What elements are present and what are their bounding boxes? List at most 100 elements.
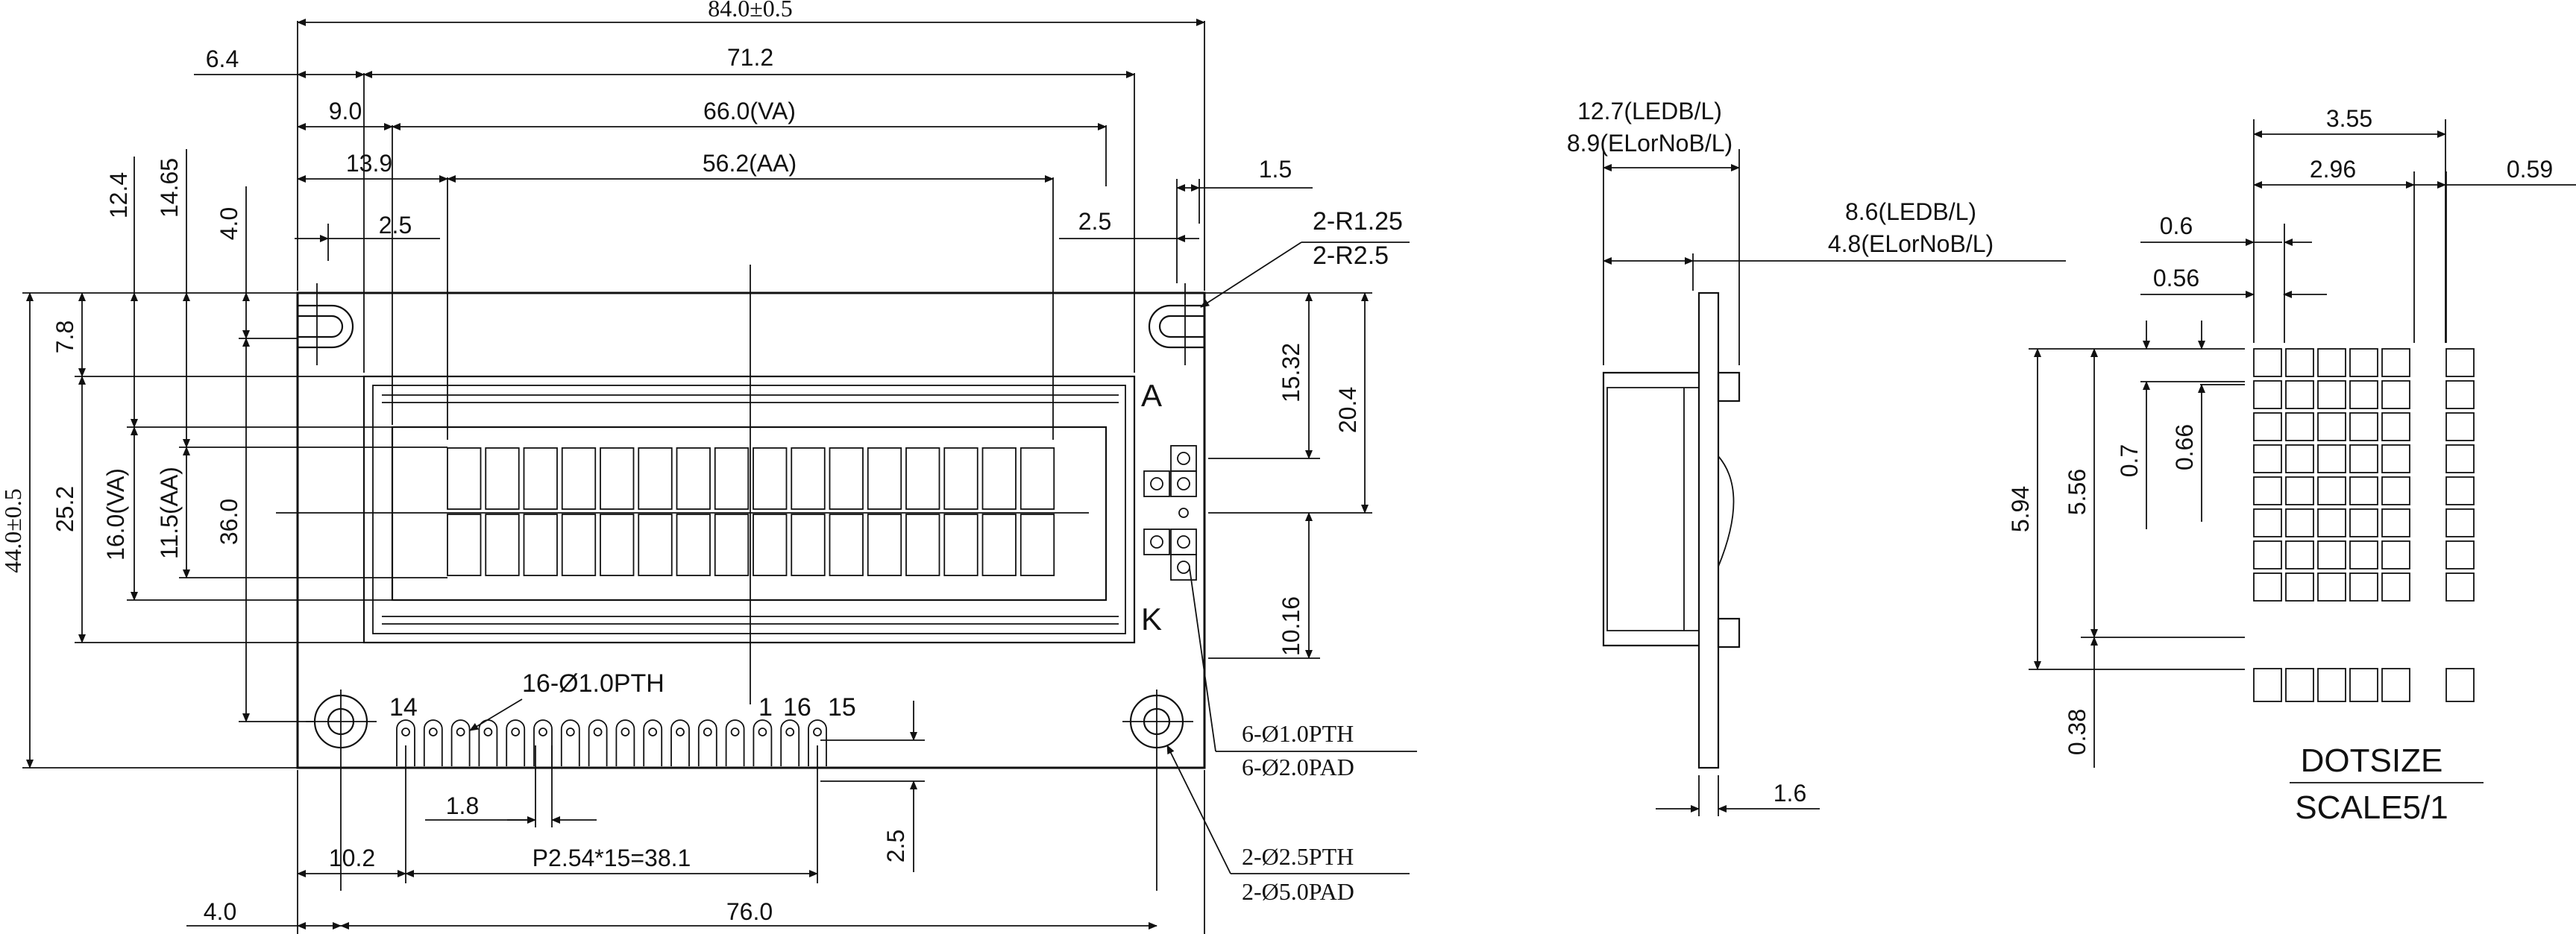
dot <box>2317 540 2346 569</box>
callout-mount-pad: 2-Ø5.0PAD <box>1242 878 1354 905</box>
char-cell <box>867 514 902 576</box>
dot-detail: 3.55 2.96 0.59 0.6 0.56 5.94 5.56 0.7 0.… <box>2007 105 2576 826</box>
dim-5-94: 5.94 <box>2007 486 2034 532</box>
dim-15-32: 15.32 <box>1278 343 1304 403</box>
dim-0-59: 0.59 <box>2507 156 2553 183</box>
dim-0-6: 0.6 <box>2160 212 2193 239</box>
char-cell <box>981 514 1017 576</box>
pin-pad <box>725 719 745 766</box>
pin-pad <box>560 719 580 766</box>
dim-13-9: 13.9 <box>346 150 392 177</box>
dot <box>2317 572 2346 602</box>
bezel-outer <box>362 375 1136 644</box>
pin-pad <box>478 719 498 766</box>
character-grid <box>447 447 1055 576</box>
dot <box>2381 540 2410 569</box>
pin-hole <box>785 728 795 736</box>
cursor-dot <box>2285 668 2314 702</box>
dot <box>2381 476 2410 505</box>
char-cell <box>791 514 826 576</box>
dim-pitch: P2.54*15=38.1 <box>533 845 691 871</box>
dim-2-5-pin: 2.5 <box>882 830 909 862</box>
dot <box>2445 572 2475 602</box>
dot-scale: SCALE5/1 <box>2295 789 2448 826</box>
char-cell <box>714 447 750 510</box>
dot <box>2381 348 2410 377</box>
pin-pad <box>533 719 553 766</box>
dot <box>2253 412 2282 441</box>
dot <box>2253 444 2282 473</box>
dot <box>2285 348 2314 377</box>
dot <box>2317 508 2346 537</box>
mount-hole-left <box>306 690 377 891</box>
char-cell <box>485 514 520 576</box>
dot <box>2381 444 2410 473</box>
dim-2-96: 2.96 <box>2310 156 2356 183</box>
dim-10-16: 10.16 <box>1278 596 1304 656</box>
pin-pad <box>615 719 635 766</box>
char-cell <box>1020 514 1055 576</box>
callout-radius-1: 2-R1.25 <box>1313 207 1403 236</box>
dot <box>2349 348 2378 377</box>
char-cell <box>943 447 978 510</box>
front-dims-top: 84.0±0.5 6.4 71.2 9.0 66.0(VA) 13.9 56.2… <box>194 0 1410 637</box>
pin-pad <box>643 719 663 766</box>
pin-hole <box>758 728 767 736</box>
char-cell <box>981 447 1017 510</box>
dim-9-0: 9.0 <box>329 98 362 124</box>
backlight-pads <box>1143 445 1197 581</box>
dim-overall-width: 84.0±0.5 <box>708 0 793 22</box>
pin-hole <box>483 728 493 736</box>
pin-hole <box>565 728 575 736</box>
char-cell <box>867 447 902 510</box>
dot <box>2349 444 2378 473</box>
dot <box>2317 348 2346 377</box>
dot <box>2445 476 2475 505</box>
dim-0-38: 0.38 <box>2064 709 2090 755</box>
dim-12-4: 12.4 <box>105 172 132 218</box>
dim-5-56: 5.56 <box>2064 469 2090 515</box>
char-cell <box>561 447 597 510</box>
pin-pad <box>506 719 526 766</box>
side-height-elornob: 8.9(ELorNoB/L) <box>1567 130 1732 157</box>
pin-hole <box>703 728 712 736</box>
pin-pad <box>588 719 608 766</box>
dot <box>2445 444 2475 473</box>
char-cell <box>753 514 788 576</box>
dim-20-4: 20.4 <box>1334 387 1361 433</box>
pin-pad <box>396 719 415 766</box>
dot <box>2349 412 2378 441</box>
side-pcb <box>1697 291 1720 769</box>
dot <box>2381 508 2410 537</box>
label-pin-15: 15 <box>828 693 856 722</box>
dot-grid <box>2253 348 2475 702</box>
dim-1-5: 1.5 <box>1259 156 1292 183</box>
side-view: 12.7(LEDB/L) 8.9(ELorNoB/L) 8.6(LEDB/L) … <box>1567 98 2066 816</box>
char-cell <box>676 514 711 576</box>
char-cell <box>829 514 864 576</box>
char-cell <box>523 514 558 576</box>
side-depth-elornob: 4.8(ELorNoB/L) <box>1828 230 1994 257</box>
dot <box>2253 348 2282 377</box>
pin-header <box>396 719 827 766</box>
dot <box>2285 412 2314 441</box>
dot <box>2445 380 2475 409</box>
dim-76-0: 76.0 <box>726 898 773 925</box>
char-cell <box>447 447 482 510</box>
dot <box>2317 380 2346 409</box>
front-dims-bottom: 16-Ø1.0PTH 14 1 16 15 2.5 1.8 10.2 P <box>186 669 1205 934</box>
callout-radius-2: 2-R2.5 <box>1313 242 1389 270</box>
dim-10-2: 10.2 <box>329 845 375 871</box>
pin-hole <box>511 728 521 736</box>
slot-right <box>1148 283 1204 365</box>
pin-pad <box>670 719 690 766</box>
dot <box>2285 572 2314 602</box>
callout-bl-pth: 6-Ø1.0PTH <box>1242 720 1354 747</box>
char-cell <box>447 514 482 576</box>
dot-title: DOTSIZE <box>2301 742 2443 779</box>
cursor-dot <box>2317 668 2346 702</box>
dot <box>2285 380 2314 409</box>
dot <box>2317 476 2346 505</box>
char-cell <box>714 514 750 576</box>
pin-hole <box>593 728 603 736</box>
